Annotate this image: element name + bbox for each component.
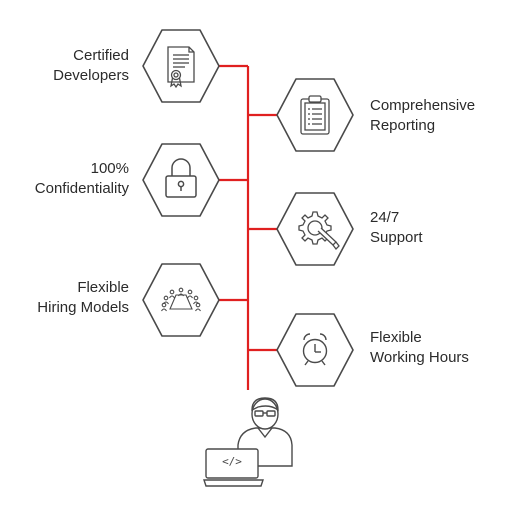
- laptop-code-text: </>: [222, 455, 242, 468]
- label-reporting: Comprehensive Reporting: [370, 97, 476, 134]
- certificate-icon: [167, 46, 195, 89]
- label-confidentiality: 100% Confidentiality: [34, 160, 129, 197]
- developer-laptop-icon: [203, 397, 293, 487]
- label-support: 24/7 Support: [370, 209, 423, 246]
- label-hiring: Flexible Hiring Models: [37, 279, 129, 316]
- meeting-table-icon: [161, 287, 201, 312]
- label-hours: Flexible Working Hours: [370, 329, 469, 366]
- gear-wrench-icon: [298, 211, 340, 250]
- label-certified: Certified Developers: [53, 47, 129, 84]
- alarm-clock-icon: [302, 333, 328, 366]
- connector-lines: [219, 64, 278, 390]
- padlock-icon: [165, 158, 197, 198]
- clipboard-report-icon: [300, 95, 330, 135]
